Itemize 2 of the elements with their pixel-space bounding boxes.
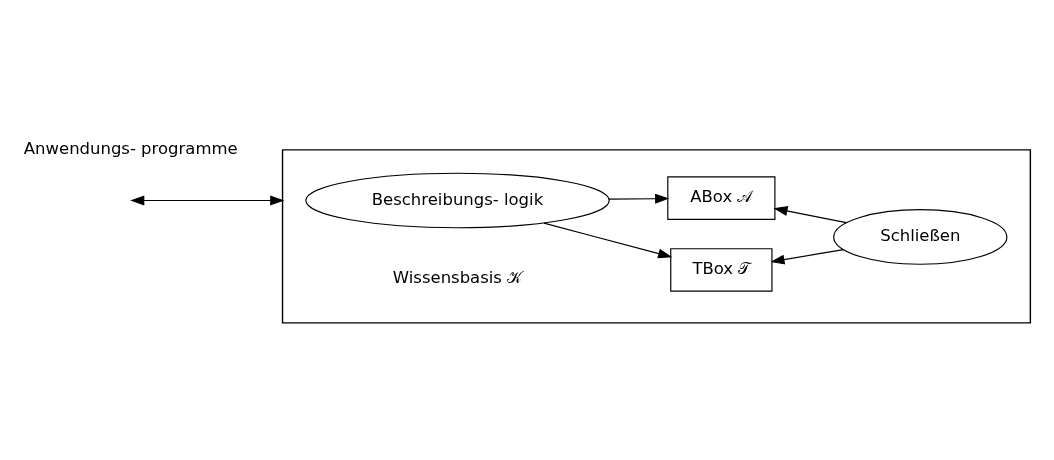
- label: Wissensbasis 𝒦: [392, 267, 523, 287]
- label: Anwendungs- programme: [23, 138, 238, 158]
